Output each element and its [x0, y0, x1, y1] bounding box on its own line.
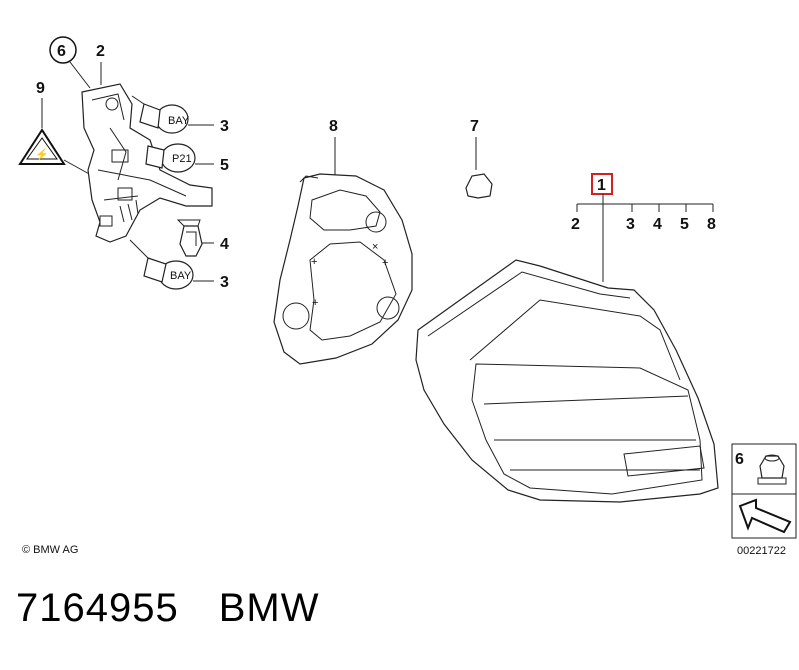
callout-3-lower: 3	[220, 274, 229, 291]
bulb-middle: P21	[145, 143, 196, 173]
svg-text:+: +	[312, 297, 318, 309]
tail-lamp: 1 2 3 4 5 8	[415, 173, 719, 503]
callout-8: 8	[329, 118, 338, 135]
bulb-lower: BAY	[129, 239, 194, 290]
bulb-small	[176, 219, 203, 257]
svg-text:+: +	[311, 256, 317, 268]
svg-text:BAY: BAY	[168, 115, 190, 127]
arrow-icon	[738, 498, 792, 534]
callout-9: 9	[36, 80, 45, 97]
callout-5: 5	[220, 157, 229, 174]
part-number: 7164955	[16, 586, 179, 630]
svg-text:+: +	[382, 257, 388, 269]
callout-3-upper: 3	[220, 118, 229, 135]
parts-diagram: 6 2 9 ⚡ BAY 3	[18, 36, 797, 557]
callout-2-sub: 2	[571, 216, 580, 233]
callout-5-sub: 5	[680, 216, 689, 233]
callout-1-highlight	[591, 173, 613, 195]
callout-3-sub: 3	[626, 216, 635, 233]
warning-triangle-icon	[18, 128, 66, 165]
bulb-upper: BAY	[131, 95, 190, 134]
cap: 7	[465, 118, 493, 199]
gasket: 8 + + × +	[273, 118, 413, 365]
svg-text:BAY: BAY	[170, 270, 192, 282]
svg-text:P21: P21	[172, 153, 192, 165]
callout-7: 7	[470, 118, 479, 135]
callout-1-boxed: 1	[597, 177, 606, 194]
bulb-holder-assembly: 6 2 9 ⚡ BAY 3	[18, 36, 229, 291]
warning-symbol: ⚡	[35, 148, 49, 161]
callout-4: 4	[220, 236, 229, 253]
drawing-number: 00221722	[737, 545, 786, 557]
callout-4-sub: 4	[653, 216, 662, 233]
brand-name: BMW	[218, 586, 320, 630]
copyright-text: © BMW AG	[22, 544, 78, 556]
nut-inset: 6 00221722	[731, 443, 797, 557]
footer: 7164955 BMW	[16, 586, 320, 631]
callout-6-circled: 6	[57, 43, 66, 60]
callout-2-top: 2	[96, 43, 105, 60]
callout-8-sub: 8	[707, 216, 716, 233]
svg-text:×: ×	[372, 241, 378, 253]
callout-6-circle	[49, 36, 77, 64]
callout-6-inset: 6	[735, 451, 744, 468]
